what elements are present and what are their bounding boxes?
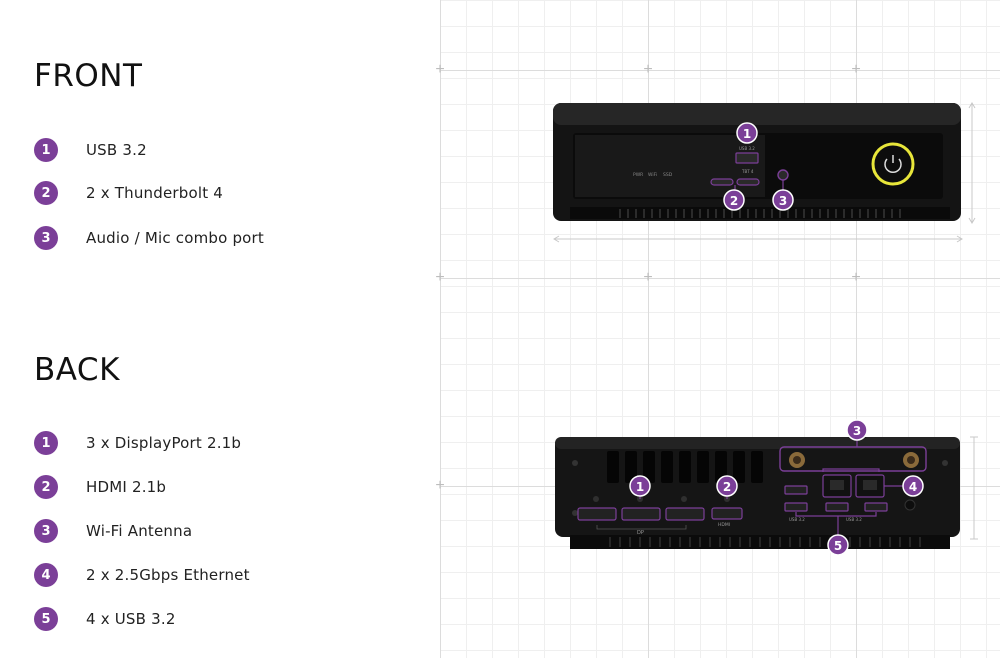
back-item-label: 3 x DisplayPort 2.1b [86,434,242,452]
back-item-3: 3 Wi-Fi Antenna [34,518,192,544]
callout-number: 1 [743,127,751,141]
displayport-ports: DP [577,496,705,536]
front-device-illustration: PWR WiFi SSD USB 3.2 TBT 4 [553,102,976,243]
number-badge: 3 [34,519,58,543]
number-badge: 2 [34,475,58,499]
bottom-vents [619,209,901,218]
indicator-label: PWR [633,172,643,178]
usb-text: USB 3.2 [846,517,862,522]
back-device-illustration: DP HDMI USB 3.2 USB 3.2 [555,419,978,556]
usb-port-text: USB 3.2 [739,146,755,151]
callout-number: 2 [730,194,738,208]
callout-number: 3 [779,194,787,208]
dimension-lines [553,102,976,243]
number-badge: 4 [34,563,58,587]
usb-text: USB 3.2 [789,517,805,522]
grid-cross-marker: + [435,269,445,286]
bottom-vents [609,537,921,547]
grid-cross-marker: + [643,269,653,286]
front-callout-2: 2 [723,185,745,211]
back-item-label: Wi-Fi Antenna [86,522,193,540]
indicator-label: SSD [663,172,673,178]
indicator-label: WiFi [648,172,657,178]
front-item-3: 3 Audio / Mic combo port [34,225,264,251]
front-item-label: USB 3.2 [86,141,147,159]
front-callout-3: 3 [772,180,794,211]
ethernet-ports [822,468,885,498]
device-diagram-panel: + + + + + + + PWR WiFi SSD USB 3.2 TBT 4 [435,0,1000,658]
front-item-label: 2 x Thunderbolt 4 [86,184,224,202]
grid-cross-marker: + [643,61,653,78]
number-badge: 1 [34,138,58,162]
callout-number: 5 [834,539,842,553]
callout-number: 2 [723,480,731,494]
usb-ports: USB 3.2 USB 3.2 [784,485,916,522]
number-badge: 2 [34,181,58,205]
back-item-4: 4 2 x 2.5Gbps Ethernet [34,562,250,588]
power-icon [884,158,902,174]
callout-number: 3 [853,424,861,438]
front-thunderbolt-ports: TBT 4 [710,169,760,186]
front-callout-1: 1 [736,122,758,144]
wifi-antenna-connectors [779,446,927,472]
front-usb-port: USB 3.2 [735,146,759,164]
back-item-label: HDMI 2.1b [86,478,167,496]
front-item-2: 2 2 x Thunderbolt 4 [34,180,223,206]
back-callout-4: 4 [884,475,924,497]
front-audio-jack [777,169,789,181]
back-item-label: 4 x USB 3.2 [86,610,176,628]
number-badge: 3 [34,226,58,250]
callout-number: 4 [909,480,917,494]
back-callout-2: 2 [716,475,738,499]
power-button [871,142,915,186]
front-title: FRONT [34,58,143,94]
back-item-2: 2 HDMI 2.1b [34,474,166,500]
feature-list-panel: FRONT 1 USB 3.2 2 2 x Thunderbolt 4 3 Au… [0,0,440,658]
back-callout-5: 5 [795,512,877,556]
grid-cross-marker: + [851,269,861,286]
back-item-5: 5 4 x USB 3.2 [34,606,176,632]
grid-cross-marker: + [435,477,445,494]
number-badge: 5 [34,607,58,631]
tbt-port-text: TBT 4 [741,169,754,174]
grid-cross-marker: + [851,61,861,78]
hdmi-text: HDMI [718,522,730,528]
front-item-label: Audio / Mic combo port [86,229,264,247]
number-badge: 1 [34,431,58,455]
back-vents [607,451,763,483]
dp-text: DP [637,530,644,536]
back-callout-3: 3 [846,419,868,447]
front-item-1: 1 USB 3.2 [34,137,147,163]
back-item-label: 2 x 2.5Gbps Ethernet [86,566,250,584]
grid-cross-marker: + [435,61,445,78]
dimension-lines [970,436,978,540]
back-callout-1: 1 [629,475,651,499]
back-item-1: 1 3 x DisplayPort 2.1b [34,430,241,456]
callout-number: 1 [636,480,644,494]
back-title: BACK [34,352,120,388]
